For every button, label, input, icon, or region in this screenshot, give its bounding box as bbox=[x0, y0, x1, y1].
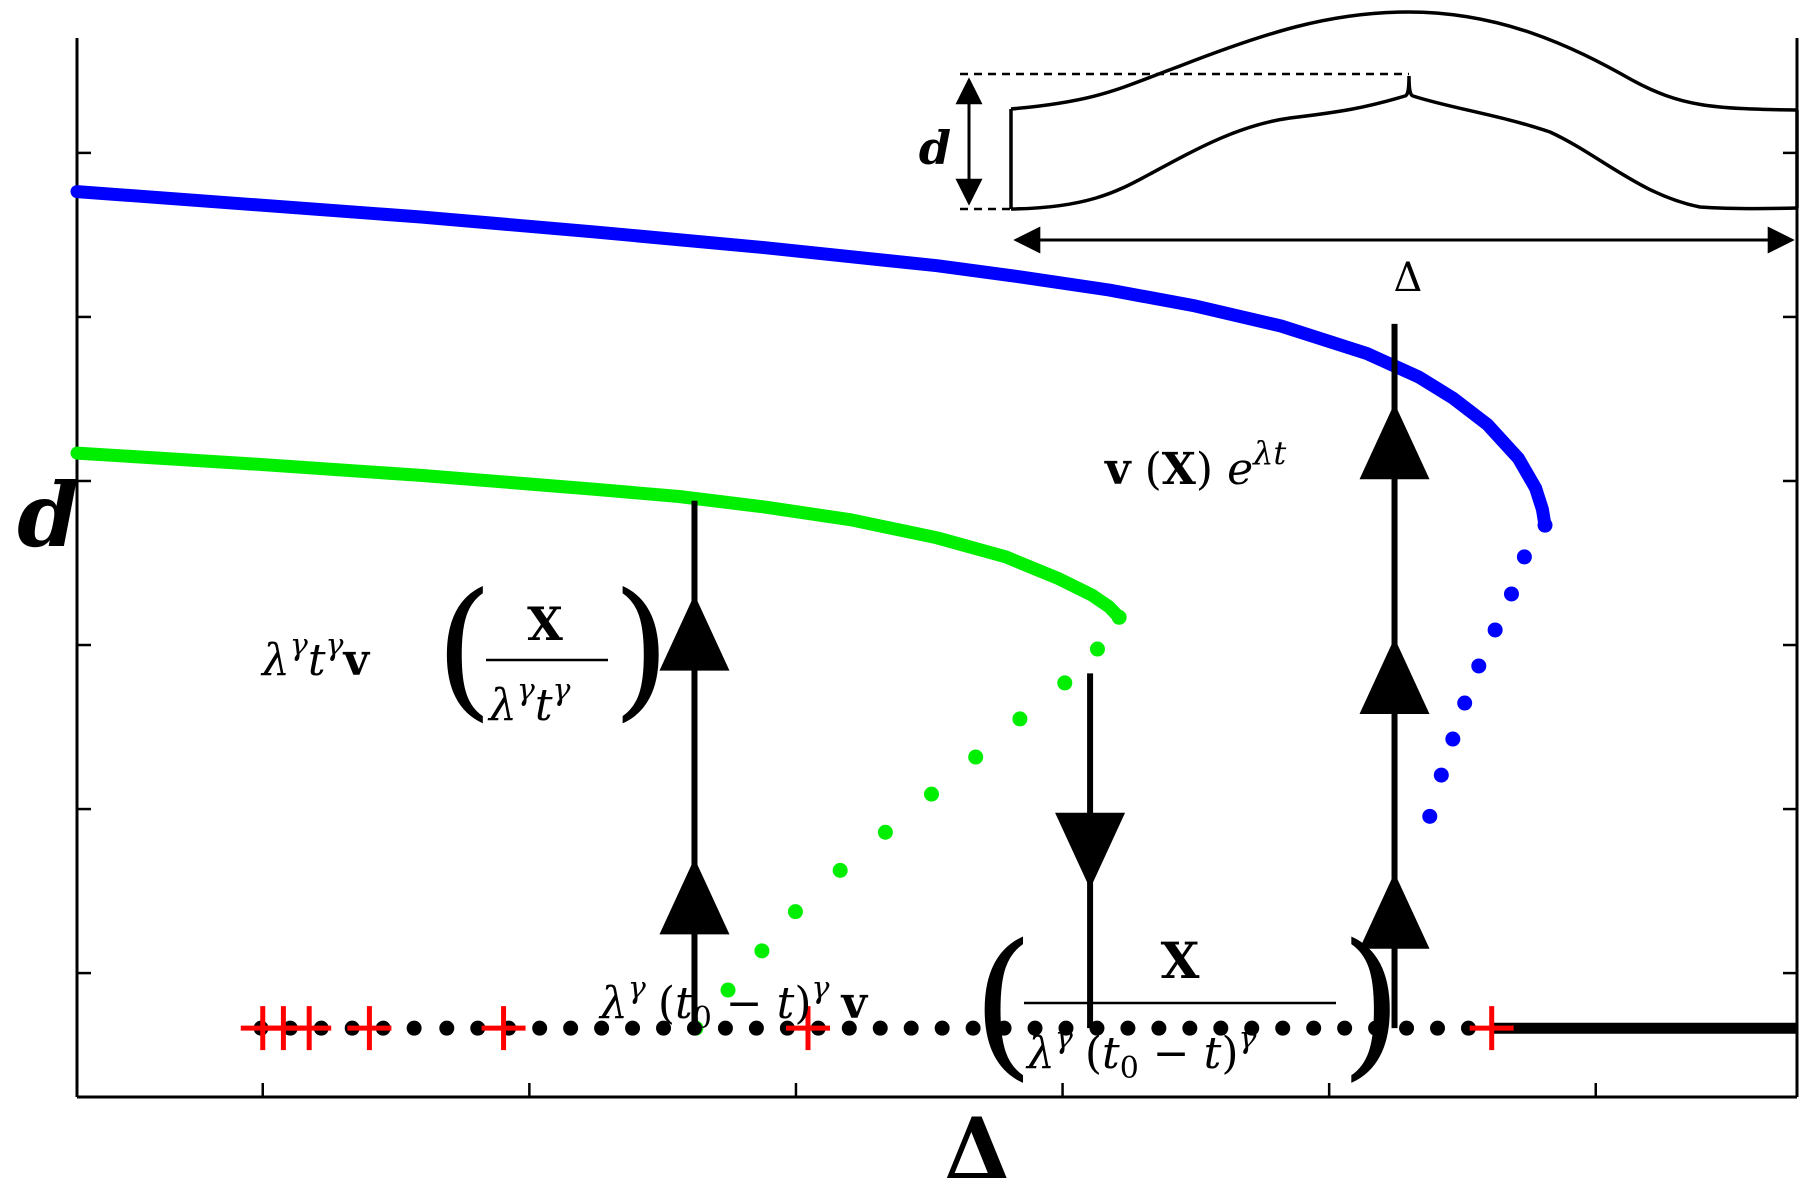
series-4-point-28 bbox=[1120, 1020, 1136, 1036]
y-axis-label: d bbox=[17, 463, 79, 567]
series-6-marker-4 bbox=[481, 1006, 526, 1051]
series-4-point-25 bbox=[1027, 1020, 1043, 1036]
series-6-marker-2 bbox=[287, 1006, 332, 1051]
blue-branch-label: v(X)eλt bbox=[1104, 434, 1286, 495]
arrowhead-1 bbox=[1359, 638, 1430, 715]
series-1-point-5 bbox=[1457, 695, 1473, 711]
series-layer bbox=[70, 185, 1797, 1051]
series-4-point-12 bbox=[625, 1020, 641, 1036]
series-4-point-21 bbox=[903, 1020, 919, 1036]
series-1-point-6 bbox=[1445, 731, 1461, 747]
series-1-point-3 bbox=[1487, 622, 1503, 638]
series-4-point-15 bbox=[717, 1020, 733, 1036]
series-4-point-27 bbox=[1089, 1020, 1105, 1036]
series-4-point-33 bbox=[1275, 1020, 1291, 1036]
series-4-point-38 bbox=[1430, 1020, 1446, 1036]
arrowhead-0 bbox=[1359, 872, 1430, 949]
series-1-point-0 bbox=[1537, 517, 1553, 533]
series-1-point-8 bbox=[1422, 808, 1438, 824]
plot-axes bbox=[75, 38, 1799, 1099]
series-4-point-24 bbox=[996, 1020, 1012, 1036]
series-4-point-23 bbox=[965, 1020, 981, 1036]
svg-text:): ) bbox=[612, 562, 671, 736]
axis-ticks bbox=[77, 151, 1797, 1097]
svg-text:X: X bbox=[527, 597, 563, 651]
series-4-point-31 bbox=[1213, 1020, 1229, 1036]
svg-text:λγtγv: λγtγv bbox=[260, 628, 370, 686]
green-branch-label: λγtγv ( X λγtγ ) bbox=[260, 562, 671, 736]
series-4-point-29 bbox=[1151, 1020, 1167, 1036]
series-6-marker-3 bbox=[347, 1006, 392, 1051]
series-3-point-7 bbox=[832, 862, 848, 878]
series-1-point-7 bbox=[1433, 767, 1449, 783]
transition-2 bbox=[1359, 323, 1430, 1029]
series-6-marker-5 bbox=[786, 1006, 830, 1051]
series-3-point-1 bbox=[1089, 641, 1105, 657]
series-4-point-39 bbox=[1460, 1020, 1476, 1036]
series-1-point-2 bbox=[1503, 586, 1519, 602]
series-2-line bbox=[70, 446, 1126, 624]
series-3-point-8 bbox=[787, 904, 803, 920]
series-4-point-11 bbox=[594, 1020, 610, 1036]
series-4-point-16 bbox=[748, 1020, 764, 1036]
series-4-point-13 bbox=[656, 1020, 672, 1036]
series-4-point-22 bbox=[934, 1020, 950, 1036]
svg-text:λγ(t0−t)γv: λγ(t0−t)γv bbox=[598, 971, 868, 1036]
series-6-marker-6 bbox=[1469, 1006, 1514, 1051]
series-4-point-37 bbox=[1399, 1020, 1415, 1036]
svg-text:X: X bbox=[1161, 931, 1200, 990]
inset-top-boundary bbox=[1010, 10, 1798, 112]
series-1-point-4 bbox=[1471, 658, 1487, 674]
series-4-point-32 bbox=[1244, 1020, 1260, 1036]
series-1-point-1 bbox=[1516, 549, 1532, 565]
svg-text:(: ( bbox=[435, 562, 494, 736]
series-4-point-9 bbox=[532, 1020, 548, 1036]
series-4-point-26 bbox=[1058, 1020, 1074, 1036]
series-4-point-20 bbox=[872, 1020, 888, 1036]
series-4-point-30 bbox=[1182, 1020, 1198, 1036]
series-4-point-10 bbox=[563, 1020, 579, 1036]
series-4-point-5 bbox=[406, 1020, 422, 1036]
arrowhead-2 bbox=[1359, 403, 1430, 480]
series-3-point-10 bbox=[720, 982, 736, 998]
series-0-line bbox=[70, 185, 1552, 532]
series-4-point-7 bbox=[470, 1020, 486, 1036]
series-4-point-19 bbox=[841, 1020, 857, 1036]
series-3-point-2 bbox=[1057, 675, 1073, 691]
series-3-point-5 bbox=[923, 786, 939, 802]
series-4-point-35 bbox=[1337, 1020, 1353, 1036]
series-4-point-6 bbox=[439, 1020, 455, 1036]
svg-text:v(X)eλt: v(X)eλt bbox=[1104, 434, 1286, 495]
series-4-point-34 bbox=[1306, 1020, 1322, 1036]
transition-0 bbox=[659, 500, 730, 1029]
series-4-point-36 bbox=[1368, 1020, 1384, 1036]
svg-text:): ) bbox=[1340, 909, 1402, 1096]
inset-delta-label: Δ bbox=[1394, 255, 1423, 301]
series-3-point-4 bbox=[968, 749, 984, 765]
series-3-point-0 bbox=[1111, 609, 1127, 625]
series-3-point-9 bbox=[754, 943, 770, 959]
series-3-point-3 bbox=[1012, 711, 1028, 727]
x-axis-label: Δ bbox=[944, 1099, 1009, 1189]
transition-layer bbox=[659, 323, 1430, 1029]
arrowhead-0 bbox=[1055, 812, 1126, 889]
inset-schematic bbox=[955, 10, 1799, 254]
arrowhead-0 bbox=[659, 858, 730, 935]
inset-bottom-boundary bbox=[1010, 75, 1798, 211]
svg-text:λγ(t0−t)γ: λγ(t0−t)γ bbox=[1025, 1021, 1257, 1086]
inset-d-label: d bbox=[919, 121, 951, 175]
series-3-point-6 bbox=[877, 824, 893, 840]
arrowhead-1 bbox=[659, 594, 730, 671]
transition-1 bbox=[1055, 673, 1126, 1029]
svg-text:λγtγ: λγtγ bbox=[487, 673, 571, 731]
